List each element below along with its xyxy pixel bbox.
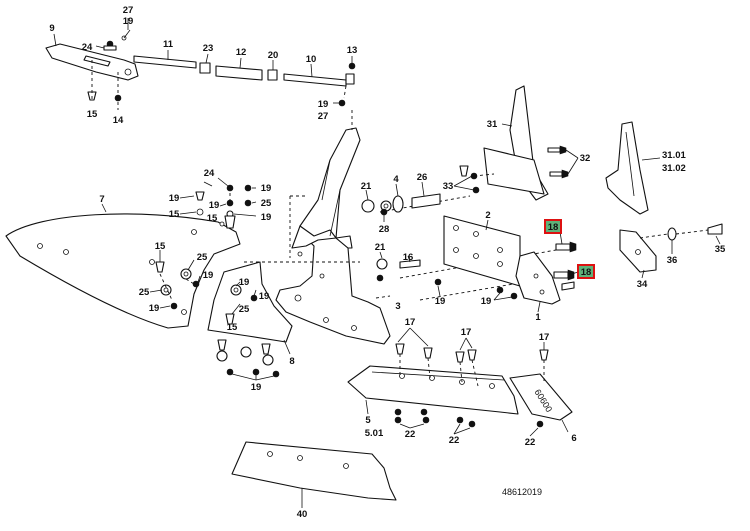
callout-27: 27 <box>318 111 329 122</box>
callout-19: 19 <box>251 382 262 393</box>
callout-20: 20 <box>268 50 279 61</box>
part-1-assembly <box>493 231 579 313</box>
callout-14: 14 <box>113 115 124 126</box>
callout-36: 36 <box>667 255 678 266</box>
part-10-rod[interactable] <box>283 73 347 87</box>
callout-15: 15 <box>155 241 166 252</box>
callout-5: 5 <box>365 415 371 426</box>
callout-15: 15 <box>227 322 238 333</box>
callout-2: 2 <box>485 210 490 221</box>
callout-27: 27 <box>123 5 134 16</box>
callout-labels: 27 19 9 24 11 23 12 20 10 13 19 27 15 14… <box>49 5 726 520</box>
callout-34: 34 <box>637 279 648 290</box>
callout-15: 15 <box>87 109 98 120</box>
top-link-assembly <box>45 18 356 110</box>
part-11-rod[interactable] <box>133 55 197 69</box>
callout-28: 28 <box>379 224 390 235</box>
callout-17: 17 <box>461 327 472 338</box>
callout-22: 22 <box>525 437 536 448</box>
callout-18-text: 18 <box>581 267 592 278</box>
callout-21: 21 <box>375 242 386 253</box>
callout-23: 23 <box>203 43 214 54</box>
part-2-assembly <box>376 215 521 297</box>
callout-25: 25 <box>239 304 250 315</box>
highlighted-callouts: 18 18 <box>544 219 595 279</box>
callout-35: 35 <box>715 244 726 255</box>
callout-19: 19 <box>123 16 134 27</box>
part-40-landside[interactable] <box>231 441 397 501</box>
callout-15: 15 <box>207 213 218 224</box>
callout-9: 9 <box>49 23 54 34</box>
callout-19: 19 <box>318 99 329 110</box>
part-3101-assembly <box>605 121 661 215</box>
callout-22: 22 <box>449 435 460 446</box>
callout-21: 21 <box>361 181 372 192</box>
part-5-share[interactable] <box>347 365 519 415</box>
part-1-bracket[interactable] <box>515 251 561 305</box>
part-8-assembly <box>207 261 293 381</box>
callout-10: 10 <box>306 54 317 65</box>
callout-25: 25 <box>261 198 272 209</box>
part-6-point[interactable] <box>509 373 573 421</box>
part-12-tube[interactable] <box>215 65 263 81</box>
callout-18-highlight[interactable]: 18 <box>544 219 562 234</box>
callout-8: 8 <box>289 356 294 367</box>
callout-26: 26 <box>417 172 428 183</box>
callout-7: 7 <box>99 194 104 205</box>
callout-19: 19 <box>435 296 446 307</box>
callout-31: 31 <box>487 119 498 130</box>
callout-19: 19 <box>203 270 214 281</box>
part-31-assembly <box>473 85 579 201</box>
callout-17: 17 <box>405 317 416 328</box>
callout-19: 19 <box>261 183 272 194</box>
callout-11: 11 <box>163 39 174 50</box>
callout-31-02: 31.02 <box>662 163 686 174</box>
callout-6: 6 <box>571 433 576 444</box>
part-5-assembly <box>347 327 519 435</box>
callout-19: 19 <box>169 193 180 204</box>
part-23-nut[interactable] <box>199 62 211 74</box>
callout-12: 12 <box>236 47 247 58</box>
callout-4: 4 <box>393 174 399 185</box>
callout-24: 24 <box>82 42 93 53</box>
callout-32: 32 <box>580 153 591 164</box>
callout-31-01: 31.01 <box>662 150 686 161</box>
callout-16: 16 <box>403 252 414 263</box>
callout-40: 40 <box>297 509 308 520</box>
callout-13: 13 <box>347 45 358 56</box>
part-20-nut[interactable] <box>267 69 278 81</box>
callout-18-text: 18 <box>548 222 559 233</box>
part-6-assembly: 60600 <box>509 342 573 437</box>
callout-19: 19 <box>481 296 492 307</box>
mouldboard-assembly <box>5 177 257 329</box>
callout-25: 25 <box>139 287 150 298</box>
callout-15: 15 <box>169 209 180 220</box>
callout-18-highlight[interactable]: 18 <box>577 264 595 279</box>
frame-leg-assembly <box>244 110 561 345</box>
part-7-mouldboard[interactable] <box>5 213 241 329</box>
drawing-reference: 48612019 <box>502 487 542 497</box>
callout-3: 3 <box>395 301 400 312</box>
part-40-assembly <box>231 441 397 508</box>
callout-19: 19 <box>149 303 160 314</box>
callout-25: 25 <box>197 252 208 263</box>
callout-19: 19 <box>209 200 220 211</box>
callout-24: 24 <box>204 168 215 179</box>
callout-15: 19 <box>261 212 272 223</box>
callout-5-01: 5.01 <box>365 428 384 439</box>
callout-33: 33 <box>443 181 454 192</box>
callout-17: 17 <box>539 332 550 343</box>
callout-1: 1 <box>535 312 541 323</box>
hub-hardware <box>361 165 480 222</box>
part-34-assembly <box>619 223 723 279</box>
callout-22: 22 <box>405 429 416 440</box>
part-3101-coulter[interactable] <box>605 121 649 215</box>
callout-19: 19 <box>239 277 250 288</box>
callout-19: 19 <box>259 291 270 302</box>
